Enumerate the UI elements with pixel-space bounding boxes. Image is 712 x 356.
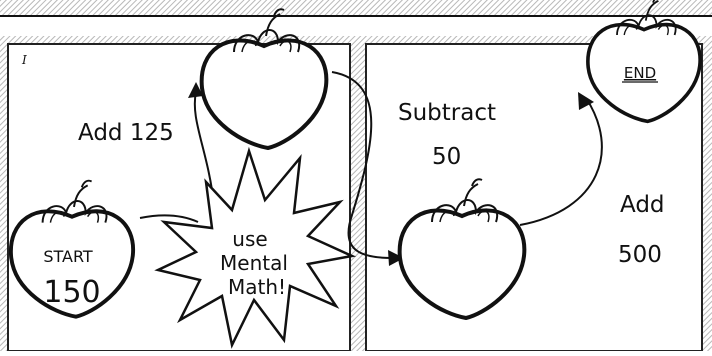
panel-mark: I bbox=[21, 53, 27, 67]
burst-line-3: Math! bbox=[228, 275, 286, 299]
label-subtract: Subtract bbox=[398, 100, 496, 126]
start-label: START bbox=[43, 247, 93, 266]
label-add-125: Add 125 bbox=[78, 120, 174, 146]
top-stripe bbox=[0, 0, 712, 16]
arrow-heads bbox=[188, 82, 594, 266]
burst-line-1: use bbox=[232, 227, 267, 251]
label-add-amount: 500 bbox=[618, 242, 662, 268]
end-label: END bbox=[624, 64, 656, 82]
label-add: Add bbox=[620, 192, 665, 218]
starburst-icon bbox=[154, 146, 357, 349]
label-subtract-amount: 50 bbox=[432, 144, 461, 170]
start-value: 150 bbox=[43, 275, 100, 310]
burst-line-2: Mental bbox=[220, 251, 288, 275]
